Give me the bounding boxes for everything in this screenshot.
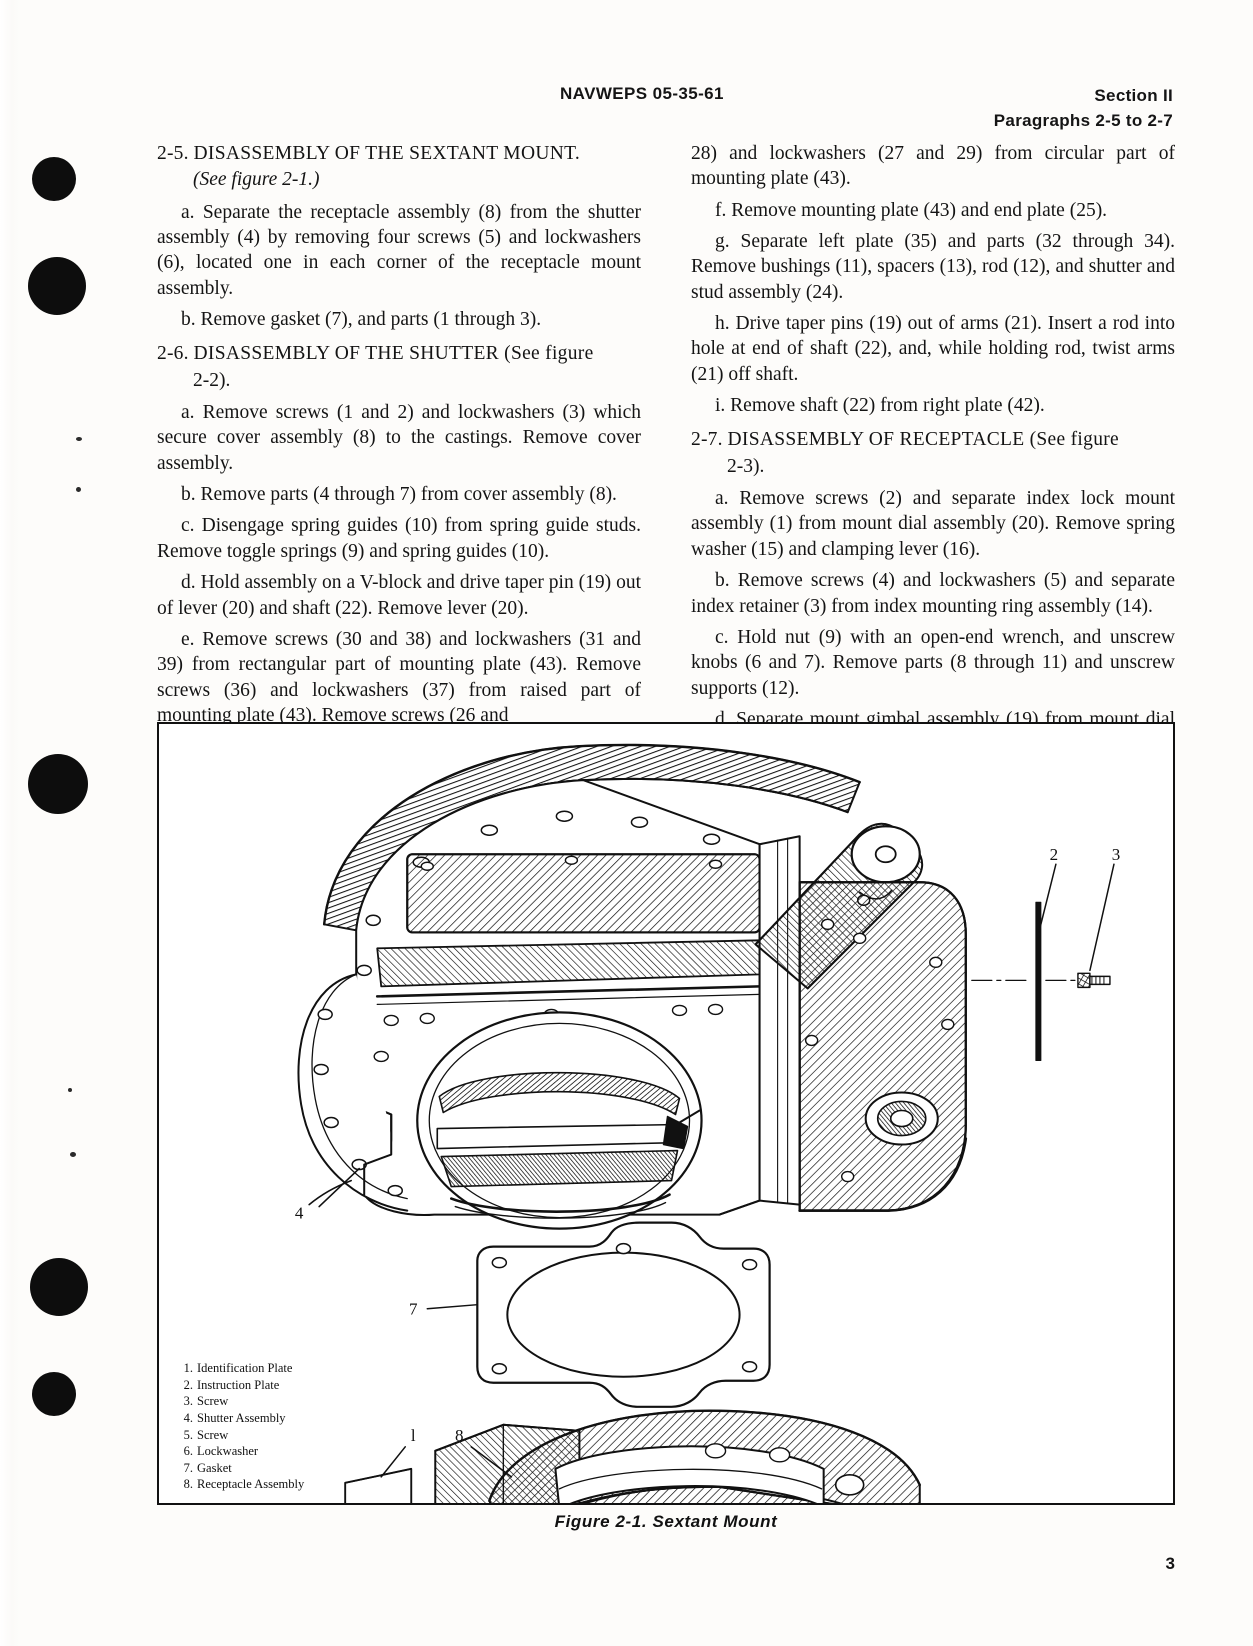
figure-callout-8: 8: [455, 1426, 464, 1445]
body-text-columns: 2-5. DISASSEMBLY OF THE SEXTANT MOUNT. (…: [157, 141, 1175, 755]
section-number: 2-5.: [157, 143, 189, 164]
running-head-section: Section II Paragraphs 2-5 to 2-7: [994, 84, 1173, 133]
legend-item: 4. Shutter Assembly: [177, 1410, 304, 1427]
legend-item-number: 3.: [183, 1394, 193, 1409]
legend-item-number: 8.: [183, 1477, 193, 1492]
binder-hole-artifact: [32, 1372, 76, 1416]
section-number: 2-6.: [157, 343, 189, 365]
right-text-column: 28) and lockwashers (27 and 29) from cir…: [691, 141, 1175, 764]
legend-item-label: Receptacle Assembly: [197, 1477, 305, 1492]
figure-caption: Figure 2-1. Sextant Mount: [554, 1512, 778, 1531]
section-heading-2-7-continuation: 2-3).: [727, 455, 765, 477]
legend-item-number: 1.: [183, 1361, 193, 1375]
section-title: DISASSEMBLY OF THE SEXTANT MOUNT.: [193, 143, 581, 164]
legend-item-label: Screw: [197, 1394, 229, 1409]
running-head-paragraph-range: Paragraphs 2-5 to 2-7: [993, 110, 1173, 130]
legend-item: 1. Identification Plate: [177, 1360, 304, 1377]
scan-speck-artifact: [76, 437, 82, 441]
legend-item: 6. Lockwasher: [177, 1443, 304, 1460]
paragraph: a. Separate the receptacle assembly (8) …: [157, 201, 641, 299]
paragraph: b. Remove screws (4) and lockwashers (5)…: [691, 570, 1175, 617]
legend-item-number: 7.: [183, 1460, 193, 1475]
left-text-column: 2-5. DISASSEMBLY OF THE SEXTANT MOUNT. (…: [157, 141, 641, 734]
legend-item-number: 6.: [183, 1444, 193, 1459]
legend-item-number: 2.: [183, 1377, 193, 1392]
figure-2-1-box: 2 3 4 7 8 l 6 5 1. Identification Plate 2…: [157, 722, 1175, 1505]
paragraph: i. Remove shaft (22) from right plate (4…: [715, 395, 1045, 417]
sextant-mount-exploded-diagram: 2 3 4 7 8 l 6 5: [295, 743, 1121, 1503]
paragraph: e. Remove screws (30 and 38) and lockwas…: [157, 628, 641, 726]
legend-item-number: 4.: [183, 1410, 193, 1425]
running-head-section-label: Section II: [1094, 86, 1173, 105]
legend-item-label: Gasket: [197, 1460, 232, 1475]
paragraph: b. Remove parts (4 through 7) from cover…: [181, 484, 617, 506]
figure-callout-4: 4: [295, 1204, 304, 1223]
figure-callout-3: 3: [1112, 845, 1121, 864]
legend-item-number: 5.: [183, 1427, 193, 1442]
legend-item: 8. Receptacle Assembly: [177, 1476, 305, 1493]
paragraph: c. Hold nut (9) with an open-end wrench,…: [691, 626, 1175, 699]
binder-hole-artifact: [28, 754, 88, 814]
running-head-manual-number: NAVWEPS 05-35-61: [560, 84, 724, 103]
paragraph: c. Disengage spring guides (10) from spr…: [157, 515, 641, 562]
paragraph: h. Drive taper pins (19) out of arms (21…: [691, 313, 1175, 385]
binder-hole-artifact: [32, 157, 76, 201]
legend-item: 7. Gasket: [177, 1460, 304, 1477]
scan-speck-artifact: [70, 1152, 76, 1157]
section-title: DISASSEMBLY OF THE SHUTTER (See figure: [193, 343, 594, 365]
section-heading-2-6-continuation: 2-2).: [193, 369, 231, 391]
binder-hole-artifact: [28, 257, 86, 315]
section-title: DISASSEMBLY OF RECEPTACLE (See figure: [727, 429, 1119, 451]
scan-speck-artifact: [76, 487, 81, 492]
section-number: 2-7.: [691, 429, 723, 451]
paragraph: 28) and lockwashers (27 and 29) from cir…: [691, 143, 1175, 190]
figure-callout-2: 2: [1050, 845, 1059, 864]
scan-edge-artifact: [0, 0, 20, 1646]
binder-hole-artifact: [30, 1258, 88, 1316]
section-heading-2-5-continuation: (See figure 2-1.): [193, 169, 320, 191]
section-heading-2-7: 2-7. DISASSEMBLY OF RECEPTACLE (See figu…: [691, 427, 1175, 452]
figure-callout-1: l: [411, 1426, 416, 1445]
figure-callout-7: 7: [409, 1300, 418, 1319]
paragraph: f. Remove mounting plate (43) and end pl…: [715, 199, 1108, 221]
legend-item: 3. Screw: [177, 1393, 304, 1410]
scan-speck-artifact: [68, 1088, 72, 1092]
running-head: NAVWEPS 05-35-61 Section II Paragraphs 2…: [0, 84, 1253, 134]
legend-item-label: Lockwasher: [197, 1444, 259, 1459]
paragraph: a. Remove screws (2) and separate index …: [691, 488, 1175, 560]
paragraph: a. Remove screws (1 and 2) and lockwashe…: [157, 402, 641, 474]
legend-item: 5. Screw: [177, 1427, 304, 1444]
section-heading-2-5: 2-5. DISASSEMBLY OF THE SEXTANT MOUNT.: [157, 141, 641, 166]
paragraph: g. Separate left plate (35) and parts (3…: [691, 231, 1175, 303]
legend-item-label: Instruction Plate: [197, 1377, 280, 1392]
paragraph: b. Remove gasket (7), and parts (1 throu…: [181, 309, 542, 331]
legend-item-label: Screw: [197, 1427, 229, 1442]
section-heading-2-6: 2-6. DISASSEMBLY OF THE SHUTTER (See fig…: [157, 341, 641, 366]
paragraph: d. Hold assembly on a V-block and drive …: [157, 572, 641, 619]
page-number: 3: [1165, 1554, 1175, 1573]
legend-item: 2. Instruction Plate: [177, 1377, 304, 1394]
legend-item-label: Identification Plate: [197, 1361, 293, 1375]
figure-legend: 1. Identification Plate 2. Instruction Pla…: [177, 1360, 305, 1493]
legend-item-label: Shutter Assembly: [197, 1410, 286, 1425]
